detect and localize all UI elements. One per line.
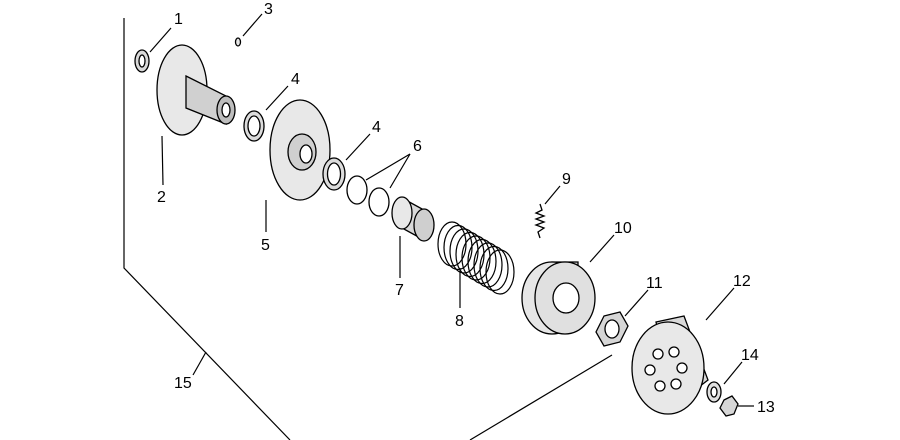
callout-7: 7 <box>395 282 404 299</box>
part-11-nut <box>595 311 629 347</box>
callout-13: 13 <box>757 399 775 416</box>
spring-coil <box>437 221 467 267</box>
spring-coil <box>461 235 491 281</box>
callout-10: 10 <box>614 220 632 237</box>
callout-3: 3 <box>264 1 273 18</box>
spring-coil <box>479 245 509 292</box>
part-2-drive-face <box>156 44 236 136</box>
spring-coil <box>485 249 515 295</box>
part-4-ring-upper <box>243 110 265 142</box>
callout-1: 1 <box>174 11 183 28</box>
callout-12: 12 <box>733 273 751 290</box>
spring-coil <box>443 224 473 271</box>
part-9-small-spring <box>534 203 546 239</box>
callout-4-upper: 4 <box>291 71 300 88</box>
part-6-o-rings <box>346 175 390 217</box>
part-5-movable-face <box>269 99 331 201</box>
callout-labels: 1 2 3 4 4 5 6 7 8 9 10 11 12 13 14 15 <box>157 1 775 416</box>
callout-5: 5 <box>261 237 270 254</box>
callout-15: 15 <box>174 375 192 392</box>
assembly-boundary-line <box>123 18 291 440</box>
callout-6: 6 <box>413 138 422 155</box>
callout-11: 11 <box>646 275 663 292</box>
part-13-nut <box>719 395 739 417</box>
part-1-washer <box>134 49 150 73</box>
spring-coil <box>455 231 485 278</box>
spring-coil <box>449 228 479 274</box>
callout-2: 2 <box>157 189 166 206</box>
part-10-clutch-assembly <box>521 261 596 335</box>
callout-9: 9 <box>562 171 571 188</box>
part-14-washer <box>706 381 722 403</box>
part-12-clutch-bell <box>631 315 709 415</box>
callout-14: 14 <box>741 347 759 364</box>
callout-4-lower: 4 <box>372 119 381 136</box>
spring-coil <box>467 238 497 285</box>
part-7-sleeve <box>391 196 435 242</box>
part-4-ring-lower <box>322 157 346 191</box>
callout-8: 8 <box>455 313 464 330</box>
part-8-spring <box>437 221 515 295</box>
leader-lines <box>149 13 754 407</box>
spring-coil <box>473 242 503 288</box>
part-3-pin <box>234 37 242 47</box>
assembly-boundary-line-right <box>469 354 613 440</box>
